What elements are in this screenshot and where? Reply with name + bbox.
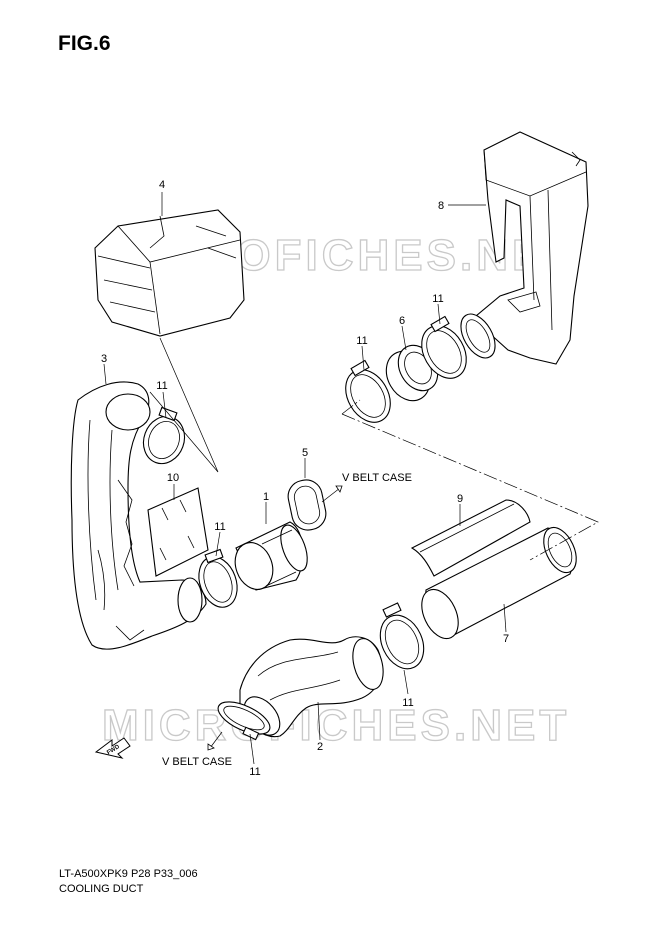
part-11-clamp-bottom[interactable] [214, 695, 275, 741]
figure-name: COOLING DUCT [59, 883, 144, 895]
callout-3[interactable]: 3 [101, 353, 107, 365]
fwd-arrow-icon: FWD [94, 737, 131, 759]
part-11-clamp-middle-right[interactable] [372, 602, 432, 676]
vbelt-case-label-lower: V BELT CASE [162, 756, 232, 768]
part-3-front-cooling-duct[interactable] [70, 381, 207, 650]
callout-4[interactable]: 4 [159, 179, 165, 191]
callout-11-upper-right-a[interactable]: 11 [356, 335, 367, 347]
callout-5[interactable]: 5 [302, 447, 308, 459]
figure-code: LT-A500XPK9 P28 P33_006 [59, 868, 198, 880]
callout-1[interactable]: 1 [263, 491, 269, 503]
vbelt-case-label-upper: V BELT CASE [342, 472, 412, 484]
part-11-clamp-left-lower[interactable] [192, 548, 244, 613]
guide-line-right-bracket [341, 399, 599, 561]
part-5-seal[interactable] [285, 477, 329, 533]
callout-11-middle-right[interactable]: 11 [402, 697, 413, 709]
part-8-outlet-duct[interactable] [454, 131, 589, 365]
watermark-lower: MICROFICHES.NET [102, 701, 570, 750]
callout-11-bottom[interactable]: 11 [249, 766, 260, 778]
part-10-cushion[interactable] [147, 487, 209, 577]
arrow-vbelt-upper [321, 485, 343, 503]
part-11-clamp-left-upper[interactable] [137, 406, 191, 470]
part-1-duct-joint[interactable] [229, 521, 313, 595]
part-4-air-cleaner-cover[interactable] [94, 209, 245, 337]
callout-6[interactable]: 6 [399, 315, 405, 327]
callout-11-left-lower[interactable]: 11 [214, 521, 225, 533]
arrow-vbelt-lower [207, 731, 223, 751]
callout-11-left-upper[interactable]: 11 [156, 380, 167, 392]
callout-11-upper-right-b[interactable]: 11 [432, 293, 443, 305]
callout-9[interactable]: 9 [457, 493, 463, 505]
part-11-clamp-upper-right-a[interactable] [337, 359, 400, 431]
callout-10[interactable]: 10 [167, 472, 179, 484]
callout-2[interactable]: 2 [317, 741, 323, 753]
callout-8[interactable]: 8 [438, 200, 444, 212]
guide-line-box-to-duct [149, 337, 219, 473]
callout-7[interactable]: 7 [503, 633, 509, 645]
part-9-cover[interactable] [410, 499, 531, 577]
figure-title: FIG.6 [58, 32, 111, 55]
leader-lines [103, 192, 507, 765]
